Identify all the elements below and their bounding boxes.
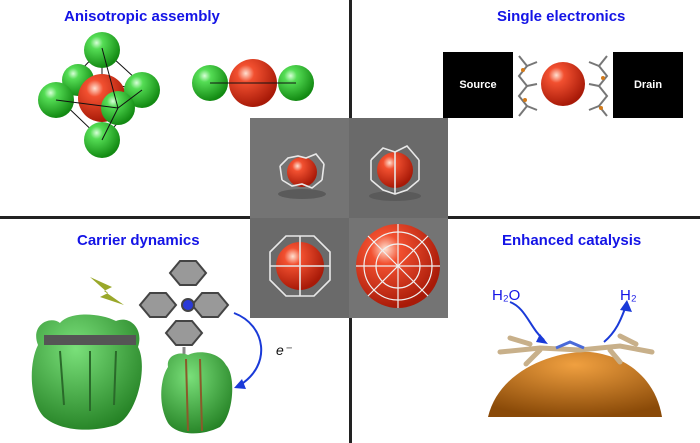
porphyrin-on-surface (497, 333, 655, 367)
title-enhanced-catalysis: Enhanced catalysis (502, 232, 642, 249)
reactant-label: H₂O (492, 287, 520, 304)
drain-electrode: Drain (613, 52, 683, 118)
source-electrode: Source (443, 52, 513, 118)
source-label: Source (459, 79, 497, 91)
horizontal-divider-left (0, 216, 252, 219)
electron-label: e⁻ (276, 342, 293, 358)
title-single-electronics: Single electronics (497, 8, 626, 25)
electron-density-right (161, 352, 233, 434)
carrier-dynamics-figure: e⁻ (31, 260, 293, 434)
electron-density-left (31, 314, 142, 430)
horizontal-divider-right (448, 216, 700, 219)
catalysis-figure: H₂O H₂ (488, 287, 662, 417)
porphyrin-molecule (138, 260, 230, 375)
vertical-divider-bottom (349, 318, 352, 443)
vertical-divider-top (349, 0, 352, 120)
h2o-in-arrow (509, 301, 545, 341)
single-electron-transistor-figure (517, 55, 609, 117)
linear-assembly-figure (192, 59, 314, 107)
cage-huge (356, 224, 440, 308)
red-nanoparticle (541, 62, 585, 106)
drain-label: Drain (633, 79, 663, 91)
cage-nanoparticle-grid (250, 118, 448, 318)
cage-large (269, 235, 331, 297)
green-sphere-top (84, 32, 120, 68)
cage-small (278, 153, 326, 199)
octahedral-assembly-figure (38, 32, 160, 158)
electron-transfer-arrow (233, 312, 263, 386)
title-anisotropic-assembly: Anisotropic assembly (64, 8, 220, 25)
lightning-icon (90, 277, 124, 305)
cage-medium (369, 145, 421, 201)
product-label: H₂ (620, 287, 637, 304)
title-carrier-dynamics: Carrier dynamics (77, 232, 200, 249)
gold-surface (488, 351, 662, 417)
